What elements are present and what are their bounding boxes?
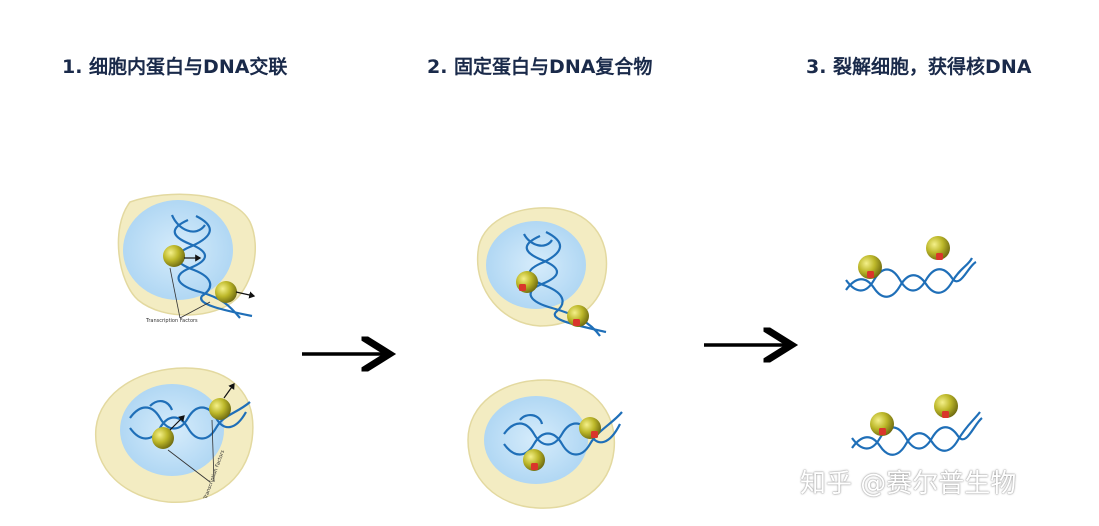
- crosslink-icon: [867, 271, 874, 278]
- crosslink-icon: [531, 463, 538, 470]
- protein-icon: [567, 305, 589, 327]
- protein-icon: [209, 398, 231, 420]
- protein-icon: [523, 449, 545, 471]
- watermark: 知乎 @赛尔普生物: [800, 469, 1017, 499]
- crosslink-icon: [573, 319, 580, 326]
- transcription-factors-label: Transcription Factors: [145, 318, 198, 324]
- step-3-title: 3. 裂解细胞，获得核DNA: [806, 56, 1032, 78]
- protein-icon: [934, 394, 958, 418]
- protein-icon: [152, 427, 174, 449]
- step-1-title: 1. 细胞内蛋白与DNA交联: [62, 56, 288, 78]
- protein-icon: [215, 281, 237, 303]
- crosslink-icon: [591, 431, 598, 438]
- step1-cell-top: Transcription Factors: [117, 193, 257, 324]
- protein-icon: [870, 412, 894, 436]
- crosslink-icon: [942, 411, 949, 418]
- step-2-title: 2. 固定蛋白与DNA复合物: [427, 56, 653, 78]
- protein-icon: [858, 255, 882, 279]
- step3-dna-bottom: [851, 394, 983, 456]
- crosslink-icon: [519, 284, 526, 291]
- step3-dna-top: [845, 236, 977, 298]
- step2-cell-bottom: [467, 379, 623, 509]
- crosslink-icon: [879, 428, 886, 435]
- step2-cell-top: [476, 207, 608, 337]
- protein-icon: [926, 236, 950, 260]
- step1-cell-bottom: Transcription Factors: [95, 367, 254, 503]
- protein-icon: [163, 245, 185, 267]
- crosslink-icon: [936, 253, 943, 260]
